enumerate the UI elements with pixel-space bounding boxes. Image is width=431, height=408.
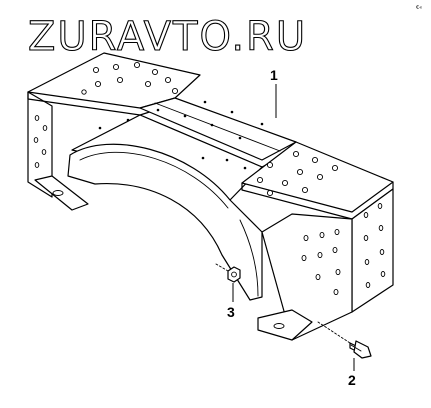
corner-mark: €« bbox=[416, 5, 422, 11]
callout-label-2: 2 bbox=[348, 372, 356, 388]
left-side-wall-holes bbox=[33, 115, 48, 168]
right-foot-hole bbox=[273, 323, 285, 329]
arch-inner-flange bbox=[79, 151, 229, 209]
crossmember-bracket bbox=[27, 52, 394, 341]
bolt bbox=[317, 321, 372, 359]
watermark-text: ZURAVTO.RU bbox=[28, 14, 307, 60]
callout-3: 3 bbox=[227, 283, 235, 320]
left-top-plate bbox=[27, 52, 201, 109]
callout-1: 1 bbox=[270, 67, 278, 118]
callout-label-3: 3 bbox=[227, 304, 235, 320]
central-channel-holes bbox=[98, 100, 264, 170]
right-top-plate-holes bbox=[256, 150, 339, 197]
arch-inner-flange-lower bbox=[239, 219, 259, 297]
arch-cutout bbox=[67, 143, 263, 301]
left-foot-hole bbox=[52, 190, 64, 196]
right-side-wall-holes bbox=[363, 203, 386, 288]
central-channel-crease bbox=[154, 102, 281, 152]
callout-2: 2 bbox=[348, 358, 356, 388]
left-top-plate-holes bbox=[81, 61, 179, 95]
callout-label-1: 1 bbox=[270, 67, 278, 83]
nut bbox=[215, 263, 241, 283]
right-front-wall-holes bbox=[301, 228, 341, 296]
right-foot bbox=[257, 309, 313, 341]
